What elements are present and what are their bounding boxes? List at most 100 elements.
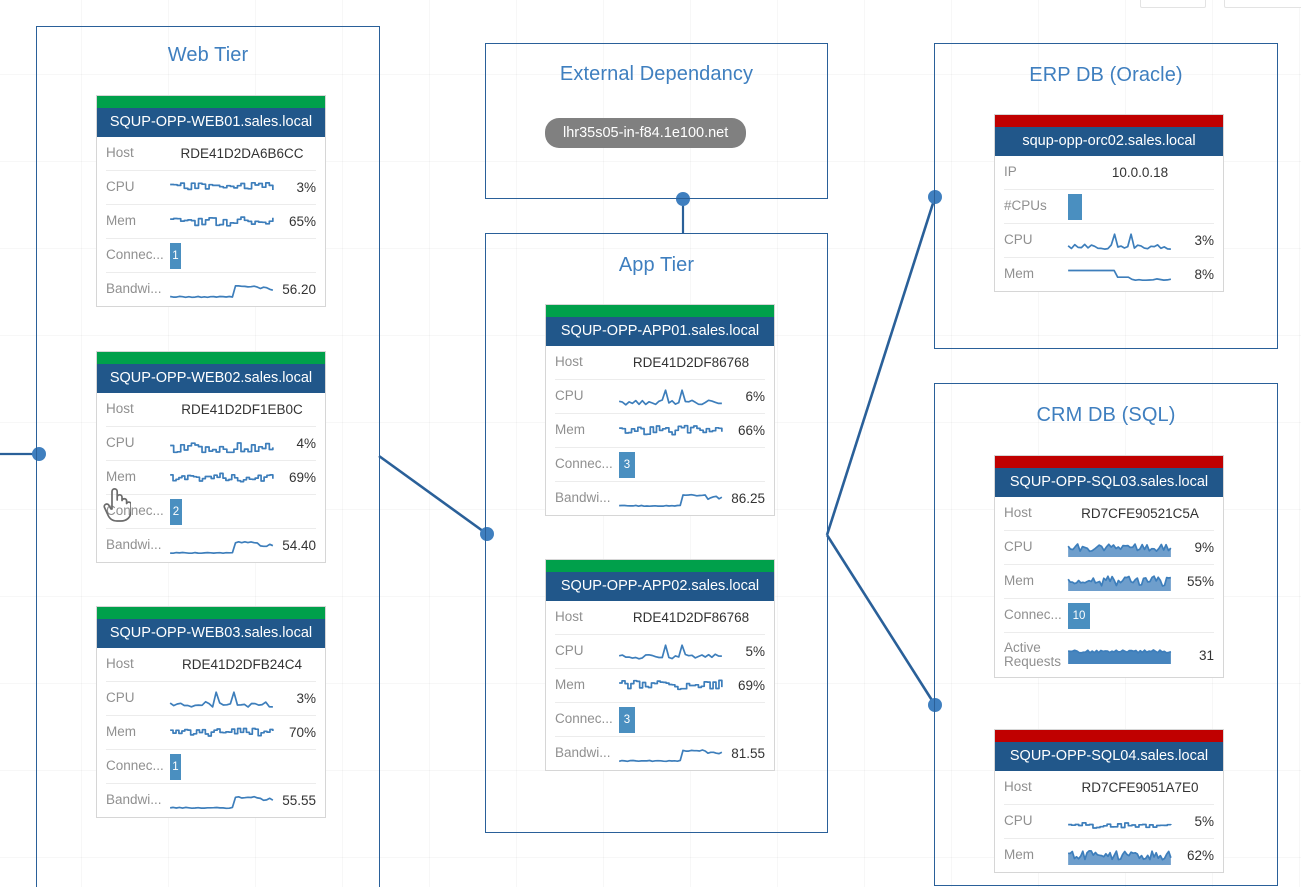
metric-value: 69% — [168, 467, 316, 489]
metric-value: RDE41D2DF86768 — [617, 355, 765, 370]
metric-row: Bandwi...55.55 — [106, 784, 316, 817]
card-status-bar-app02 — [546, 560, 774, 572]
metric-value: RDE41D2DFB24C4 — [168, 657, 316, 672]
metric-label: CPU — [1004, 539, 1033, 555]
metric-label: Connec... — [1004, 607, 1062, 623]
card-status-bar-web02 — [97, 352, 325, 364]
metric-label: Mem — [555, 677, 585, 693]
toolbar-button-2[interactable] — [1224, 0, 1301, 8]
metric-label: Bandwi... — [106, 537, 162, 553]
metric-number: 31 — [1198, 647, 1214, 663]
metric-value: 56.20 — [168, 279, 316, 301]
card-title-sql03: SQUP-OPP-SQL03.sales.local — [995, 468, 1223, 497]
metric-count-bar: 3 — [619, 706, 635, 733]
metric-row: Connec...10 — [1004, 599, 1214, 633]
metric-value: 31 — [1066, 644, 1214, 666]
metric-value: 8% — [1066, 264, 1214, 286]
metric-label: Bandwi... — [555, 745, 611, 761]
metric-label: CPU — [106, 179, 135, 195]
card-status-bar-sql04 — [995, 730, 1223, 742]
metric-number: 5% — [745, 644, 765, 659]
metric-value: 1 — [168, 242, 316, 269]
group-web-tier[interactable]: Web Tier — [36, 26, 380, 887]
metric-row: Host RDE41D2DF86768 — [555, 601, 765, 635]
metric-value: 54.40 — [168, 535, 316, 557]
metric-count-bar: 3 — [619, 451, 635, 478]
card-title-web01: SQUP-OPP-WEB01.sales.local — [97, 108, 325, 137]
group-title-external-dependency: External Dependancy — [559, 63, 754, 85]
metric-label: Host — [555, 609, 583, 625]
card-title-web03: SQUP-OPP-WEB03.sales.local — [97, 619, 325, 648]
toolbar-button-1[interactable] — [1140, 0, 1206, 8]
metric-value: 86.25 — [617, 488, 765, 510]
metric-value: RDE41D2DF86768 — [617, 610, 765, 625]
metric-row: Connec...3 — [555, 703, 765, 737]
metric-value: 66% — [617, 420, 765, 442]
group-crm-db[interactable]: CRM DB (SQL) — [934, 383, 1278, 886]
metric-number: 54.40 — [282, 538, 316, 553]
metric-label: CPU — [555, 388, 584, 404]
metric-value: 55.55 — [168, 790, 316, 812]
metric-value: 5% — [1066, 811, 1214, 833]
metric-label: Mem — [106, 724, 136, 740]
metric-sparkline — [168, 211, 275, 233]
card-status-bar-web01 — [97, 96, 325, 108]
metric-value: RD7CFE90521C5A — [1066, 506, 1214, 521]
external-dependency-node[interactable]: lhr35s05-in-f84.1e100.net — [545, 118, 747, 148]
metric-row: CPU 6% — [555, 380, 765, 414]
metric-label: Host — [106, 145, 134, 161]
metric-value: RDE41D2DF1EB0C — [168, 402, 316, 417]
metric-number: 8% — [1194, 267, 1214, 282]
metric-value: 3 — [617, 451, 765, 478]
metric-label: CPU — [1004, 232, 1033, 248]
metric-number: 5% — [1194, 814, 1214, 829]
group-external-dependency[interactable]: External Dependancy — [485, 43, 828, 199]
metric-row: Connec...3 — [555, 448, 765, 482]
metric-label: Mem — [106, 213, 136, 229]
metric-number: 6% — [745, 389, 765, 404]
metric-row: #CPUs — [1004, 190, 1214, 224]
metric-value: 69% — [617, 675, 765, 697]
metric-number: 65% — [288, 214, 316, 229]
metric-value — [1066, 193, 1214, 220]
metric-sparkline — [168, 467, 275, 489]
metric-number: 3% — [1194, 233, 1214, 248]
metric-number: 3% — [296, 691, 316, 706]
group-app-tier[interactable]: App Tier — [485, 233, 828, 833]
metric-sparkline — [1066, 537, 1173, 559]
metric-row: Mem 69% — [555, 669, 765, 703]
metric-label: Mem — [555, 422, 585, 438]
metric-value: 81.55 — [617, 743, 765, 765]
metric-row: Bandwi... 81.55 — [555, 737, 765, 770]
metric-sparkline — [1066, 264, 1173, 286]
metric-number: 81.55 — [731, 746, 765, 761]
card-status-bar-sql03 — [995, 456, 1223, 468]
group-erp-db[interactable]: ERP DB (Oracle) — [934, 43, 1278, 349]
metric-value: 3% — [168, 688, 316, 710]
metric-row: Connec...2 — [106, 495, 316, 529]
metric-count-bar: 2 — [170, 498, 182, 525]
metric-bar-wrap: 3 — [617, 706, 765, 733]
metric-number: 66% — [737, 423, 765, 438]
metric-sparkline — [617, 675, 724, 697]
metric-sparkline — [617, 641, 724, 663]
metric-bar-wrap: 3 — [617, 451, 765, 478]
